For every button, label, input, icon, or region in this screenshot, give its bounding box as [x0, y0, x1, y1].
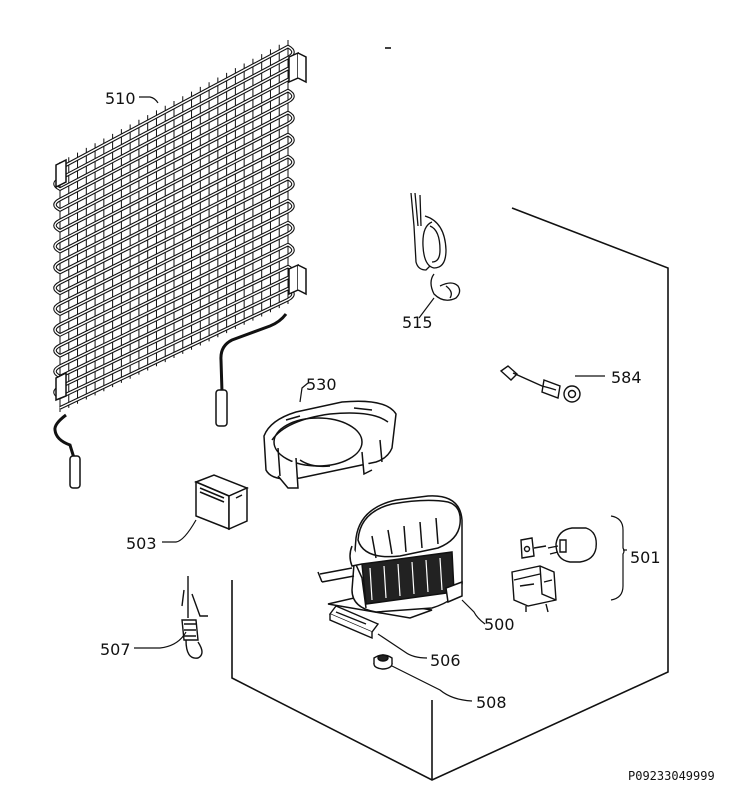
part-label-515: 515: [402, 313, 433, 332]
grommet-icon: [373, 654, 393, 670]
service-valve-icon: [181, 576, 208, 659]
part-label-530: 530: [306, 375, 337, 394]
drip-tray-icon: [263, 400, 397, 489]
part-labels: 510 515 530 584 503 501 500 507 506 508: [100, 89, 661, 712]
mounting-plate-icon: [328, 605, 380, 640]
part-label-510: 510: [105, 89, 136, 108]
capacitor-icon: [194, 474, 249, 531]
part-label-500: 500: [484, 615, 515, 634]
leader-lines: [134, 96, 627, 702]
drawing-reference-code: P09233049999: [628, 769, 715, 783]
cabinet-outline: [231, 47, 669, 781]
part-label-507: 507: [100, 640, 131, 659]
condenser-icon: [53, 40, 307, 489]
part-label-501: 501: [630, 548, 661, 567]
sensor-probe-icon: [499, 365, 581, 403]
compressor-icon: [317, 495, 463, 619]
heater-coil-icon: [410, 192, 461, 301]
part-label-503: 503: [126, 534, 157, 553]
part-label-508: 508: [476, 693, 507, 712]
part-label-506: 506: [430, 651, 461, 670]
relay-starter-icon: [511, 527, 597, 613]
part-label-584: 584: [611, 368, 642, 387]
